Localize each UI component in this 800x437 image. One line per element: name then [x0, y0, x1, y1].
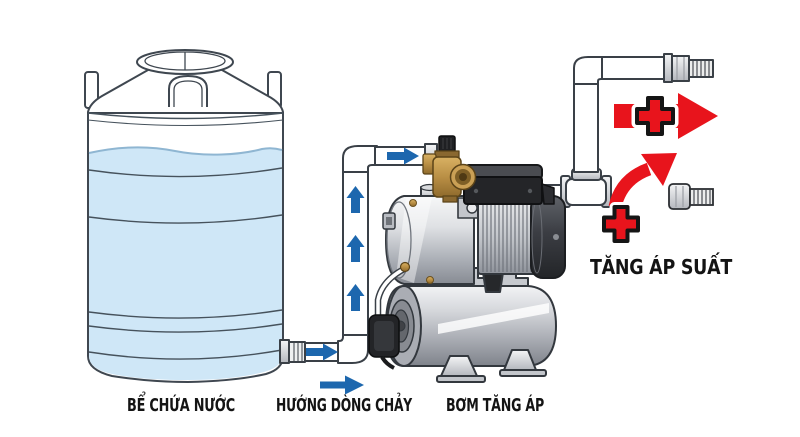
water-line [88, 146, 283, 156]
booster-pump [382, 135, 566, 293]
tank-water [89, 147, 282, 380]
check-valve [422, 135, 477, 203]
label-tank: BỂ CHỨA NƯỚC [127, 391, 235, 416]
hose-fitting [399, 261, 411, 273]
pressure-symbols [599, 92, 718, 246]
pressure-tank-stripe [438, 303, 549, 334]
plus-icon-2 [602, 205, 640, 243]
outlet-hex-nut [671, 55, 690, 82]
tank-outlet-flange [279, 339, 290, 364]
pump-head-cap-rim [386, 201, 412, 279]
pressure-arrow-curved-head [641, 153, 677, 186]
pressure-hose [374, 261, 411, 316]
label-pressure-increase: TĂNG ÁP SUẤT [590, 253, 733, 279]
flow-arrow-right-2 [387, 147, 419, 165]
tee-fitting [565, 178, 607, 206]
pipe-elbow-top [342, 145, 378, 173]
pump-drain-plug [426, 276, 434, 284]
pipe-elbow-bottom [337, 334, 369, 364]
pump-head-highlight [396, 197, 432, 283]
pump-priming-plug [409, 199, 417, 207]
flow-arrow-up-3 [346, 186, 365, 213]
pressure-tank [385, 267, 557, 383]
discharge-pipe [539, 53, 714, 208]
tank-foot-right-plate [499, 369, 547, 377]
plus-icon-1 [635, 96, 675, 136]
motor-fan-cover [530, 195, 566, 279]
pressure-arrow-curved [608, 162, 652, 209]
outlet-collar [663, 53, 673, 83]
tank-foot-left-plate [436, 375, 486, 383]
tank-outlet-fitting [288, 341, 306, 363]
water-tank [84, 49, 284, 383]
tank-ribs [87, 112, 284, 360]
bolt-fitting-icon [668, 183, 714, 210]
discharge-elbow-top [573, 56, 605, 85]
discharge-pipe-vertical [573, 81, 599, 173]
flow-arrow-right-1 [306, 343, 338, 361]
terminal-box-latch [541, 183, 555, 205]
discharge-pipe-horizontal [601, 56, 665, 80]
flow-legend-arrow [320, 375, 364, 395]
label-flow-direction: HƯỚNG DÒNG CHẢY [276, 393, 412, 416]
tank-handle-inner [173, 80, 203, 107]
tank-handle [168, 75, 208, 107]
flow-arrow-up-1 [346, 284, 365, 311]
pump-head [385, 195, 475, 285]
flow-arrow-up-2 [346, 235, 365, 262]
pressure-switch [368, 314, 400, 370]
flow-arrows [306, 147, 419, 361]
label-pump: BƠM TĂNG ÁP [446, 394, 544, 416]
